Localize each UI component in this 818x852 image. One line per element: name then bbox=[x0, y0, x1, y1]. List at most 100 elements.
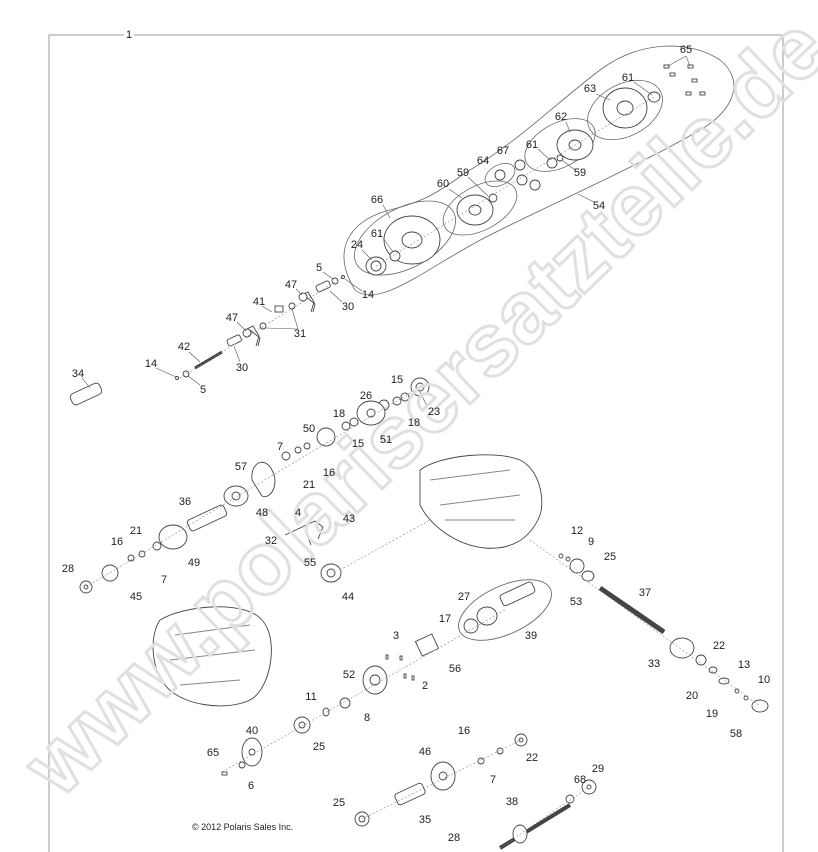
callout-16: 16 bbox=[110, 536, 124, 548]
pinion-assembly-outline-39 bbox=[458, 579, 552, 641]
callout-30: 30 bbox=[341, 301, 355, 313]
shaft-37 bbox=[598, 585, 666, 635]
callout-47: 47 bbox=[284, 279, 298, 291]
callout-16: 16 bbox=[322, 467, 336, 479]
callout-56: 56 bbox=[448, 663, 462, 675]
callout-35: 35 bbox=[418, 814, 432, 826]
callout-30: 30 bbox=[235, 362, 249, 374]
ring-59b bbox=[556, 154, 564, 162]
callout-51: 51 bbox=[379, 434, 393, 446]
callout-9: 9 bbox=[587, 536, 595, 548]
callout-21: 21 bbox=[302, 479, 316, 491]
callout-32: 32 bbox=[264, 535, 278, 547]
parts bbox=[69, 64, 769, 850]
callout-65: 65 bbox=[679, 44, 693, 56]
callout-7: 7 bbox=[160, 574, 168, 586]
shaft-36 bbox=[186, 504, 228, 532]
shift-drum-34 bbox=[69, 382, 103, 406]
callout-25: 25 bbox=[332, 797, 346, 809]
case-right bbox=[419, 454, 543, 549]
callout-20: 20 bbox=[685, 690, 699, 702]
callout-38: 38 bbox=[505, 796, 519, 808]
gear-49 bbox=[158, 524, 188, 550]
callout-14: 14 bbox=[361, 289, 375, 301]
leader-lines bbox=[81, 55, 691, 583]
callout-57: 57 bbox=[234, 461, 248, 473]
callout-54: 54 bbox=[592, 200, 606, 212]
callout-59: 59 bbox=[573, 167, 587, 179]
callout-61: 61 bbox=[370, 228, 384, 240]
callout-61: 61 bbox=[525, 139, 539, 151]
copyright-text: © 2012 Polaris Sales Inc. bbox=[192, 822, 294, 832]
callout-45: 45 bbox=[129, 591, 143, 603]
planet-64 bbox=[494, 169, 506, 181]
callout-25: 25 bbox=[312, 741, 326, 753]
callout-26: 26 bbox=[359, 390, 373, 402]
callout-49: 49 bbox=[187, 557, 201, 569]
callout-68: 68 bbox=[573, 774, 587, 786]
callout-3: 3 bbox=[392, 630, 400, 642]
case-left bbox=[152, 606, 272, 707]
callout-46: 46 bbox=[418, 746, 432, 758]
callout-22: 22 bbox=[525, 752, 539, 764]
callout-7: 7 bbox=[489, 774, 497, 786]
sleeve-33 bbox=[669, 637, 695, 659]
callout-19: 19 bbox=[705, 708, 719, 720]
callout-63: 63 bbox=[583, 83, 597, 95]
assembly-axes bbox=[85, 96, 761, 849]
planetary-assembly-outline bbox=[343, 45, 735, 296]
callout-27: 27 bbox=[457, 591, 471, 603]
callout-14: 14 bbox=[144, 358, 158, 370]
callout-58: 58 bbox=[729, 728, 743, 740]
callout-10: 10 bbox=[757, 674, 771, 686]
callout-18: 18 bbox=[332, 408, 346, 420]
callout-28: 28 bbox=[447, 832, 461, 844]
callout-2: 2 bbox=[421, 680, 429, 692]
callout-67: 67 bbox=[496, 145, 510, 157]
callout-5: 5 bbox=[199, 384, 207, 396]
callout-8: 8 bbox=[363, 712, 371, 724]
cap-53 bbox=[581, 570, 595, 582]
shaft-35 bbox=[394, 782, 426, 806]
callout-37: 37 bbox=[638, 587, 652, 599]
callout-39: 39 bbox=[524, 630, 538, 642]
ring-59 bbox=[488, 193, 498, 203]
callout-34: 34 bbox=[71, 368, 85, 380]
shaft-38 bbox=[498, 803, 572, 850]
frame-callout: 1 bbox=[124, 29, 135, 41]
callout-5: 5 bbox=[315, 262, 323, 274]
callout-48: 48 bbox=[255, 507, 269, 519]
callout-4: 4 bbox=[294, 507, 302, 519]
callout-42: 42 bbox=[177, 341, 191, 353]
callout-47: 47 bbox=[225, 312, 239, 324]
callout-24: 24 bbox=[350, 239, 364, 251]
callout-18: 18 bbox=[407, 417, 421, 429]
bolts-65 bbox=[663, 64, 706, 96]
callout-21: 21 bbox=[129, 525, 143, 537]
washer-58 bbox=[751, 699, 769, 713]
callout-11: 11 bbox=[305, 691, 317, 703]
ring-61 bbox=[389, 250, 401, 262]
callout-25: 25 bbox=[603, 551, 617, 563]
callout-31: 31 bbox=[293, 328, 307, 340]
callout-53: 53 bbox=[569, 596, 583, 608]
callout-12: 12 bbox=[570, 525, 584, 537]
callout-66: 66 bbox=[370, 194, 384, 206]
callout-62: 62 bbox=[554, 111, 568, 123]
hub-45 bbox=[101, 564, 119, 582]
callout-13: 13 bbox=[737, 659, 751, 671]
callout-61: 61 bbox=[621, 72, 635, 84]
callout-44: 44 bbox=[341, 591, 355, 603]
callout-43: 43 bbox=[342, 513, 356, 525]
callout-65: 65 bbox=[206, 747, 220, 759]
callout-36: 36 bbox=[178, 496, 192, 508]
callout-33: 33 bbox=[647, 658, 661, 670]
callout-60: 60 bbox=[436, 178, 450, 190]
fork-43 bbox=[284, 520, 324, 546]
callout-41: 41 bbox=[252, 296, 266, 308]
chain-57 bbox=[251, 461, 276, 498]
callout-52: 52 bbox=[342, 669, 356, 681]
callout-16: 16 bbox=[457, 725, 471, 737]
callout-7: 7 bbox=[276, 441, 284, 453]
